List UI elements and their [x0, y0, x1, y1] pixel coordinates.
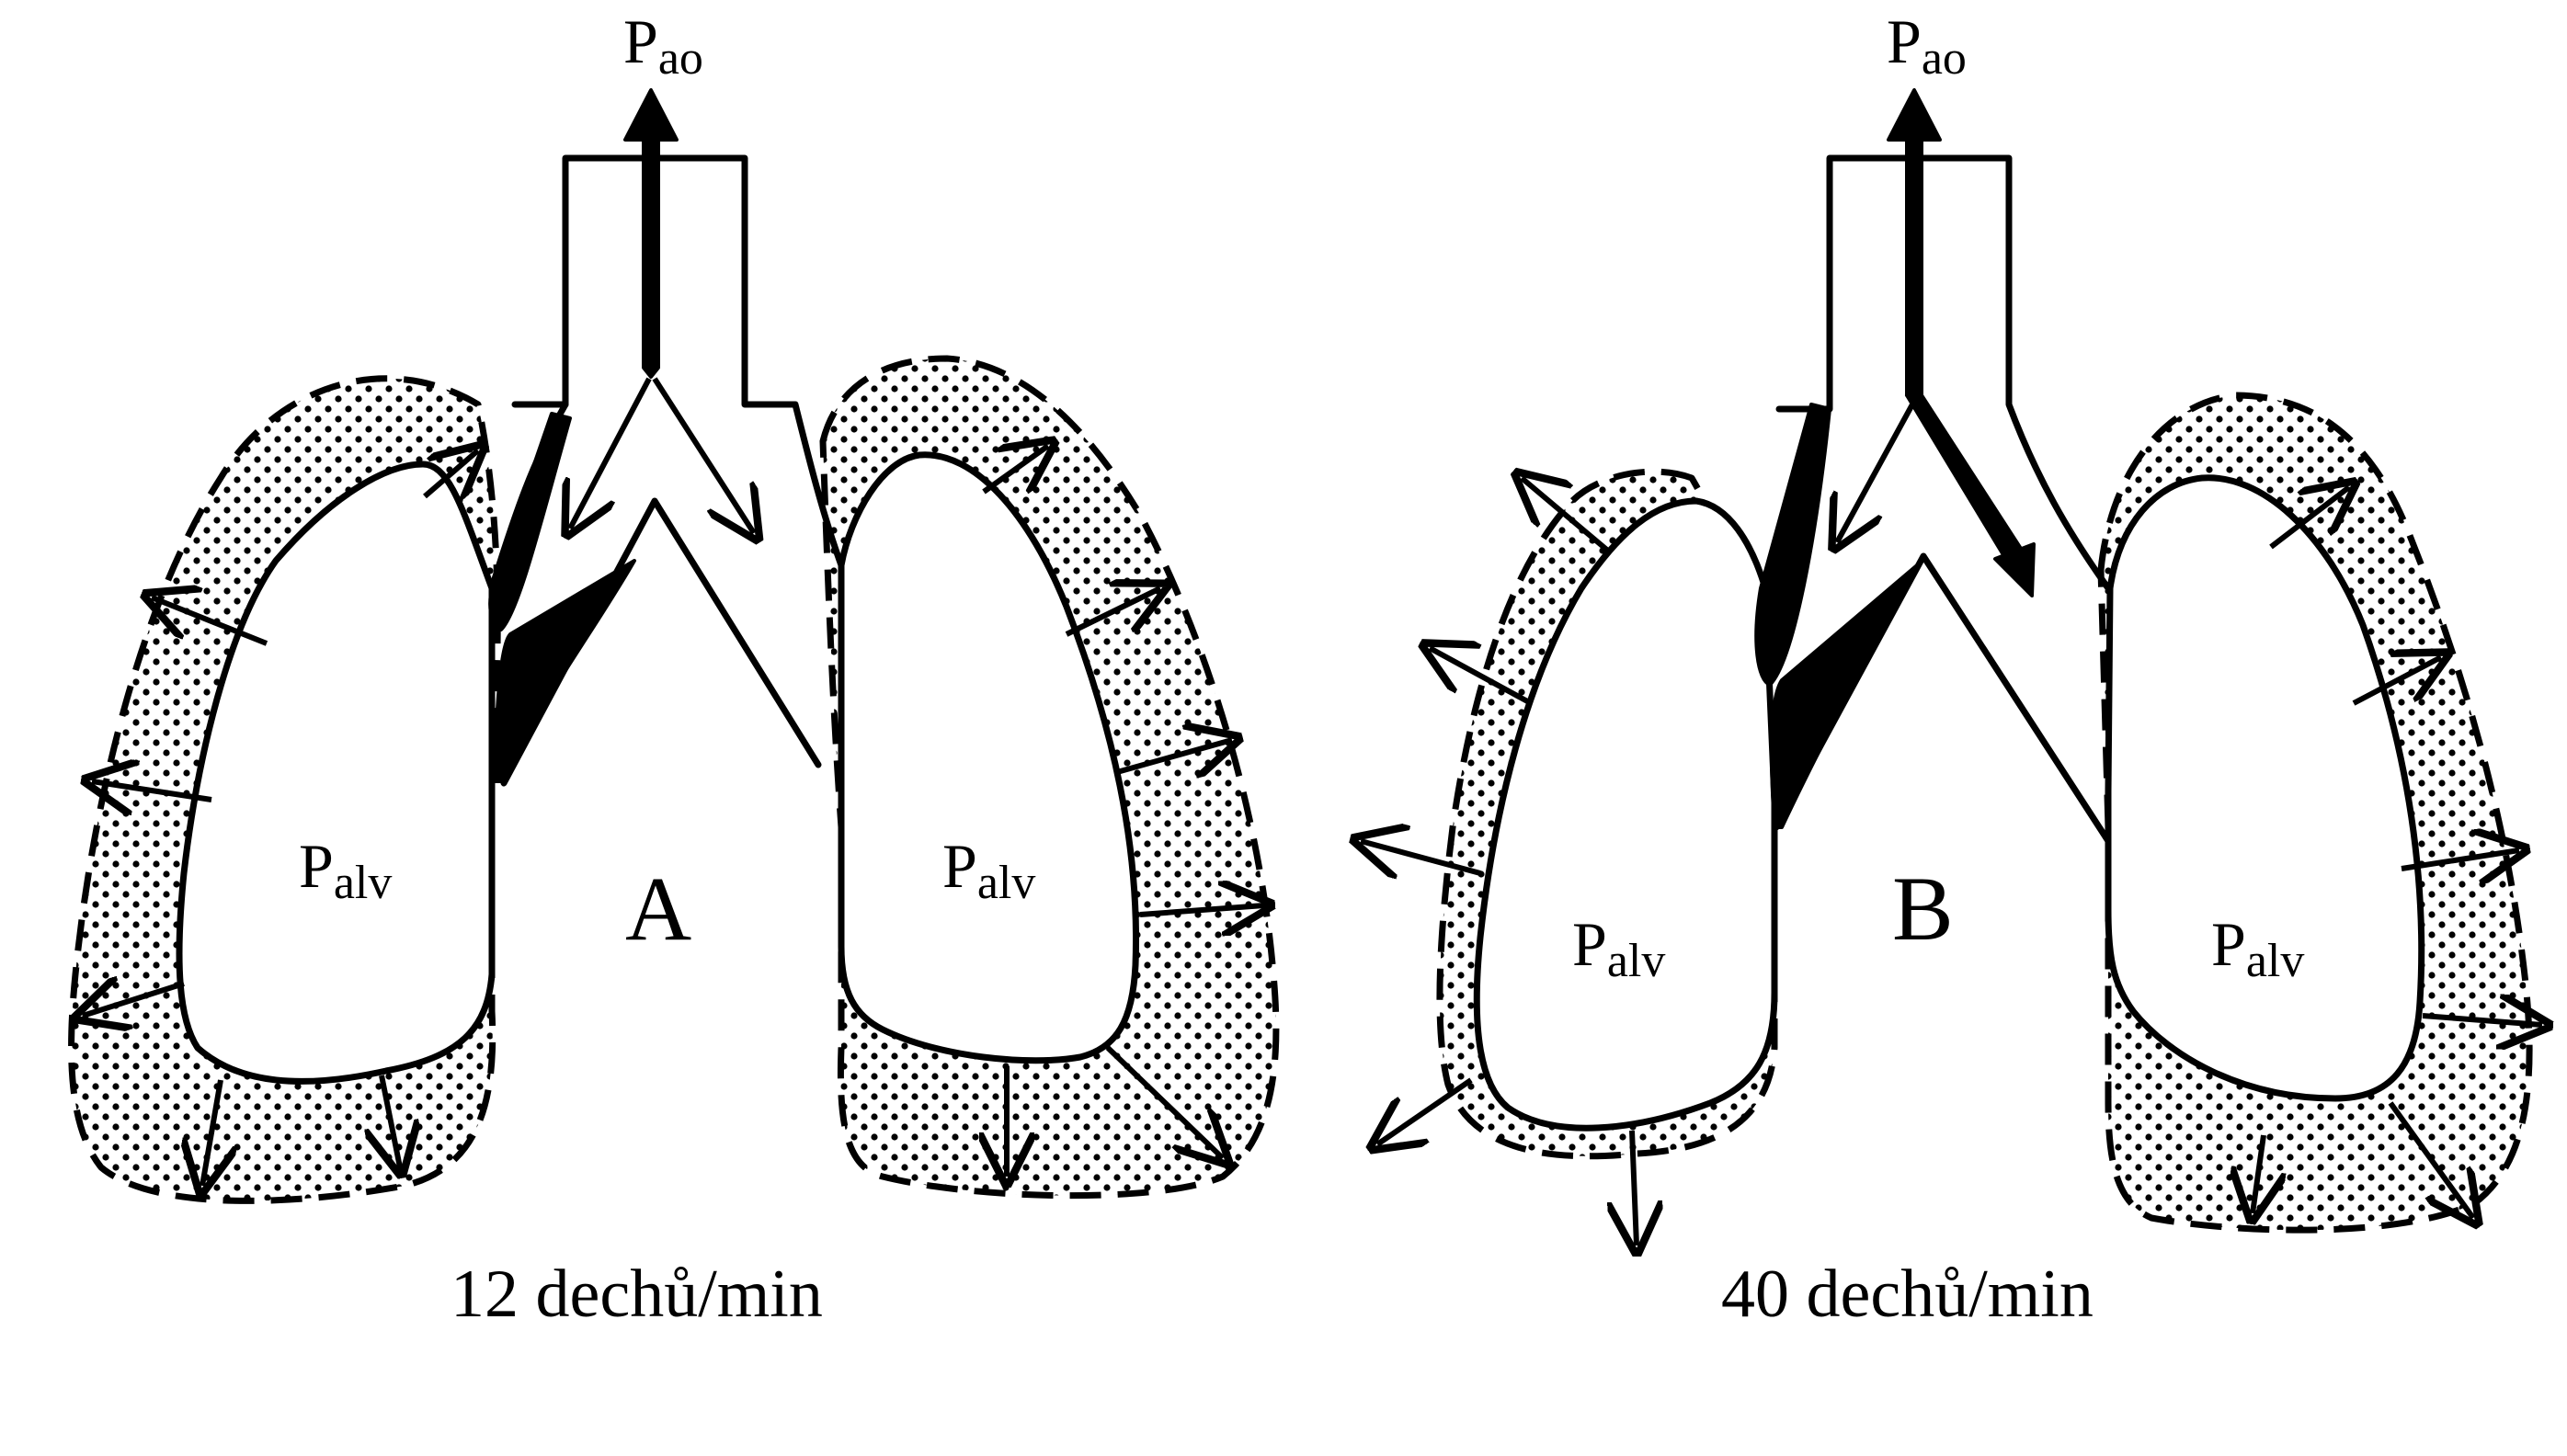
airflow-arrowhead — [623, 88, 679, 142]
panel-a: Pao Palv Palv A 12 dechů/min — [72, 6, 1280, 1332]
panel-letter-b: B — [1892, 858, 1954, 960]
right-alveolar-pressure-label-b: Palv — [2211, 909, 2304, 987]
bronchus-arrow-right — [652, 377, 754, 533]
pleural-arrow — [1430, 648, 1533, 706]
caption-b: 40 dechů/min — [1721, 1257, 2094, 1332]
carina-outline — [500, 497, 822, 787]
trachea-outline — [1775, 154, 2112, 592]
pleural-arrow — [83, 984, 185, 1016]
pleural-arrow — [2253, 1134, 2264, 1213]
pleural-arrow — [1065, 588, 1160, 637]
pleural-arrow — [2352, 657, 2441, 706]
pleural-arrow — [202, 1079, 221, 1186]
panel-b: Pao Palv Palv B 40 dechů/min — [1361, 6, 2542, 1332]
bronchus-thick-right-head — [1993, 542, 2036, 597]
airway-pressure-label-b: Pao — [1887, 6, 1967, 85]
pleural-arrow — [1361, 841, 1481, 873]
left-upper-wedge — [488, 412, 572, 631]
left-alveolar-pressure-label-b: Palv — [1572, 909, 1665, 987]
caption-a: 12 dechů/min — [451, 1257, 823, 1332]
pleural-arrow — [152, 597, 268, 646]
pleural-arrow — [2401, 850, 2519, 869]
pleural-arrow — [1116, 740, 1232, 772]
left-lung — [176, 461, 496, 1085]
left-alveolar-pressure-label-a: Palv — [299, 831, 392, 909]
airway-pressure-label-a: Pao — [623, 6, 703, 85]
carina-outline — [1773, 552, 2112, 845]
pleural-arrow — [2388, 1101, 2473, 1218]
pleural-arrow — [1522, 478, 1611, 554]
right-lung — [838, 451, 1139, 1064]
pleural-arrow — [382, 1075, 400, 1167]
pleural-arrow — [2422, 1016, 2542, 1025]
pleural-arrow — [1105, 1045, 1223, 1158]
bronchus-arrow-left — [1837, 403, 1915, 542]
bronchus-arrow-left — [570, 377, 652, 529]
panel-letter-a: A — [625, 858, 691, 960]
pleural-arrow — [982, 446, 1048, 495]
bronchus-thick-right — [1905, 393, 2025, 564]
pleural-arrow — [92, 781, 212, 800]
left-lung — [1473, 497, 1778, 1132]
pleural-arrow — [423, 450, 478, 496]
pleural-arrow — [2269, 487, 2349, 550]
trachea-inner-left — [491, 401, 569, 583]
trachea-outline — [511, 154, 845, 569]
airflow-stem — [642, 136, 660, 379]
airflow-stem — [1905, 136, 1923, 406]
pleural-arrow — [1632, 1130, 1637, 1246]
left-upper-wedge — [1754, 403, 1831, 687]
pleural-arrow — [1377, 1077, 1473, 1144]
airflow-arrowhead — [1887, 88, 1942, 142]
right-lung — [2105, 474, 2425, 1102]
pleural-arrow — [1139, 905, 1264, 915]
right-alveolar-pressure-label-a: Palv — [942, 831, 1035, 909]
